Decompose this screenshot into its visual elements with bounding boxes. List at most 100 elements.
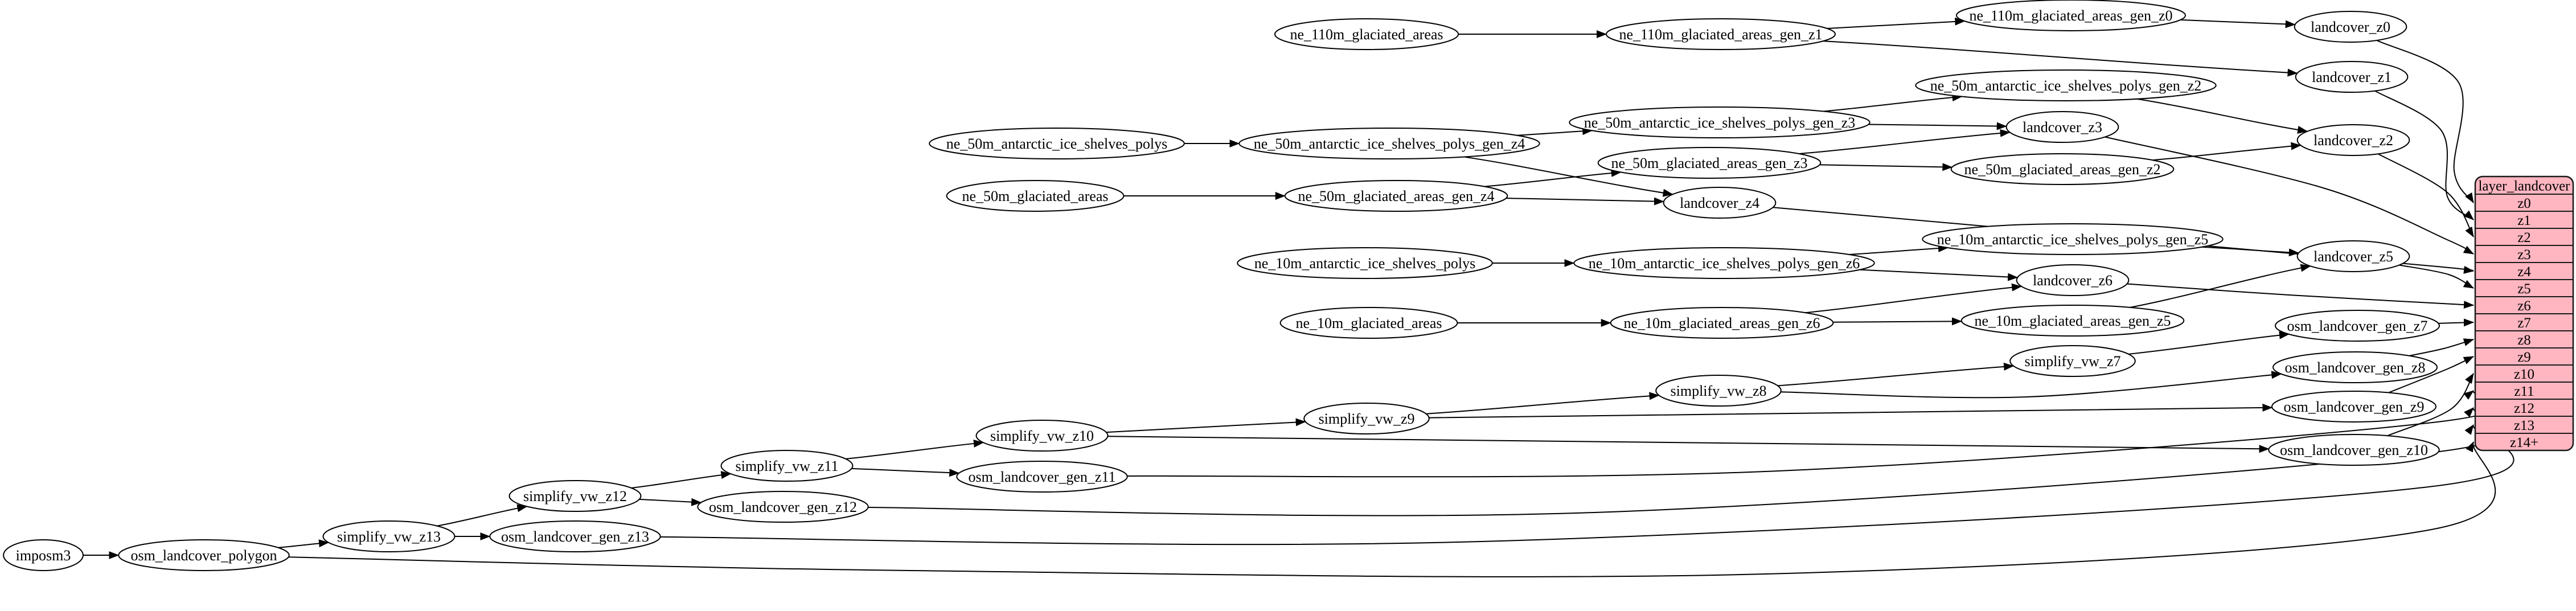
edge-simplify_vw_z12-to-osm_landcover_gen_z12: [639, 498, 702, 506]
node-osm_landcover_gen_z7-label: osm_landcover_gen_z7: [2287, 318, 2428, 334]
node-ne_50m_glaciated_areas_gen_z4-label: ne_50m_glaciated_areas_gen_z4: [1298, 188, 1494, 204]
node-osm_landcover_gen_z13: osm_landcover_gen_z13: [489, 520, 661, 552]
node-osm_landcover_gen_z10: osm_landcover_gen_z10: [2268, 434, 2440, 466]
edge-simplify_vw_z8-to-simplify_vw_z7: [1777, 362, 2015, 387]
edge-ne_10m_glaciated_areas_gen_z6-to-ne_10m_glaciated_areas_gen_z5: [1833, 317, 1962, 326]
edge-landcover_z1-to-layer_landcover-z1: [2374, 90, 2474, 220]
node-simplify_vw_z12-label: simplify_vw_z12: [523, 488, 627, 505]
node-simplify_vw_z10-shape: [975, 420, 1109, 452]
edge-simplify_vw_z10-to-simplify_vw_z9: [1106, 418, 1306, 433]
node-ne_50m_glaciated_areas: ne_50m_glaciated_areas: [946, 180, 1125, 212]
layer-landcover-row-z1: z1: [2517, 213, 2531, 228]
node-landcover_z4: landcover_z4: [1663, 187, 1777, 219]
node-simplify_vw_z10: simplify_vw_z10: [975, 420, 1109, 452]
node-ne_110m_glaciated_areas: ne_110m_glaciated_areas: [1274, 18, 1459, 50]
edge-ne_50m_antarctic_ice_shelves_polys_gen_z2-to-landcover_z2: [2136, 98, 2308, 134]
node-simplify_vw_z9: simplify_vw_z9: [1303, 403, 1430, 434]
node-ne_50m_glaciated_areas_gen_z3: ne_50m_glaciated_areas_gen_z3: [1597, 147, 1822, 179]
node-layer: ne_110m_glaciated_areas ne_110m_glaciated…: [3, 0, 2440, 571]
node-simplify_vw_z8-shape: [1655, 375, 1782, 407]
node-landcover_z0: landcover_z0: [2294, 11, 2407, 43]
layer-landcover-row-z5: z5: [2517, 281, 2531, 297]
layer-landcover-row-z0: z0: [2517, 196, 2531, 211]
node-osm_landcover_gen_z7-shape: [2275, 310, 2440, 342]
edge-osm_landcover_gen_z12-to-layer_landcover-z12: [868, 407, 2508, 516]
edge-layer: [83, 17, 2515, 577]
edge-osm_landcover_gen_z8-to-layer_landcover-z8: [2409, 338, 2474, 356]
node-simplify_vw_z13-shape: [322, 520, 456, 552]
node-ne_10m_antarctic_ice_shelves_polys_gen_z5-label: ne_10m_antarctic_ice_shelves_polys_gen_z…: [1937, 231, 2209, 248]
layer-landcover-row-z10: z10: [2514, 367, 2534, 382]
layer-landcover-row-z7: z7: [2517, 315, 2531, 331]
node-osm_landcover_gen_z8: osm_landcover_gen_z8: [2273, 351, 2438, 383]
node-osm_landcover_gen_z7: osm_landcover_gen_z7: [2275, 310, 2440, 342]
node-ne_110m_glaciated_areas-label: ne_110m_glaciated_areas: [1290, 26, 1443, 43]
node-osm_landcover_gen_z12-label: osm_landcover_gen_z12: [709, 499, 857, 515]
node-osm_landcover_gen_z11-shape: [956, 461, 1128, 493]
layer-landcover-row-z9: z9: [2517, 350, 2531, 365]
edge-landcover_z4-to-layer_landcover-z4: [1773, 207, 2474, 274]
node-osm_landcover_gen_z10-label: osm_landcover_gen_z10: [2280, 442, 2428, 458]
node-ne_10m_glaciated_areas_gen_z6-shape: [1610, 307, 1834, 339]
node-landcover_z2: landcover_z2: [2296, 124, 2410, 156]
node-ne_50m_antarctic_ice_shelves_polys_gen_z4-shape: [1238, 128, 1540, 159]
node-ne_50m_antarctic_ice_shelves_polys_gen_z4: ne_50m_antarctic_ice_shelves_polys_gen_z…: [1238, 128, 1540, 159]
edge-ne_110m_glaciated_areas_gen_z1-to-ne_110m_glaciated_areas_gen_z0: [1827, 17, 1966, 29]
node-osm_landcover_gen_z13-shape: [489, 520, 661, 552]
node-ne_10m_glaciated_areas_gen_z6: ne_10m_glaciated_areas_gen_z6: [1610, 307, 1834, 339]
node-landcover_z6-shape: [2016, 264, 2130, 296]
node-simplify_vw_z7-label: simplify_vw_z7: [2025, 353, 2121, 370]
node-ne_10m_glaciated_areas_gen_z6-label: ne_10m_glaciated_areas_gen_z6: [1623, 315, 1820, 331]
edge-osm_landcover_polygon-to-layer_landcover-z14+: [288, 441, 2496, 577]
node-landcover_z2-label: landcover_z2: [2314, 132, 2393, 149]
edge-ne_50m_glaciated_areas_gen_z4-to-ne_50m_glaciated_areas_gen_z3: [1484, 169, 1622, 187]
node-ne_10m_antarctic_ice_shelves_polys: ne_10m_antarctic_ice_shelves_polys: [1237, 247, 1493, 279]
edge-ne_10m_glaciated_areas_gen_z5-to-landcover_z5: [2130, 264, 2311, 308]
node-simplify_vw_z10-label: simplify_vw_z10: [990, 428, 1094, 444]
node-simplify_vw_z7: simplify_vw_z7: [2009, 345, 2136, 377]
node-simplify_vw_z7-shape: [2009, 345, 2136, 377]
node-landcover_z6-label: landcover_z6: [2033, 272, 2113, 289]
layer-landcover-row-z2: z2: [2517, 230, 2531, 245]
edge-simplify_vw_z11-to-osm_landcover_gen_z11: [851, 468, 960, 477]
layer-landcover-row-z3: z3: [2517, 247, 2531, 263]
edge-simplify_vw_z13-to-simplify_vw_z12: [437, 504, 528, 527]
node-ne_10m_glaciated_areas: ne_10m_glaciated_areas: [1279, 307, 1458, 339]
edge-landcover_z5-to-layer_landcover-z5: [2399, 264, 2474, 289]
node-landcover_z4-shape: [1663, 187, 1777, 219]
node-osm_landcover_gen_z12-shape: [697, 491, 869, 523]
edge-simplify_vw_z9-to-simplify_vw_z8: [1426, 392, 1660, 415]
node-ne_50m_antarctic_ice_shelves_polys_gen_z2-shape: [1915, 69, 2217, 101]
node-landcover_z5: landcover_z5: [2296, 240, 2410, 272]
node-ne_110m_glaciated_areas-shape: [1274, 18, 1459, 50]
node-ne_50m_glaciated_areas_gen_z3-shape: [1597, 147, 1822, 179]
node-ne_10m_antarctic_ice_shelves_polys_gen_z5-shape: [1922, 223, 2224, 255]
edge-osm_landcover_polygon-to-simplify_vw_z13: [278, 539, 330, 548]
node-simplify_vw_z12-shape: [508, 480, 642, 512]
node-simplify_vw_z8-label: simplify_vw_z8: [1671, 383, 1767, 399]
node-ne_50m_glaciated_areas_gen_z2-label: ne_50m_glaciated_areas_gen_z2: [1964, 161, 2160, 178]
node-osm_landcover_gen_z9-label: osm_landcover_gen_z9: [2284, 399, 2425, 415]
node-osm_landcover_gen_z10-shape: [2268, 434, 2440, 466]
node-landcover_z0-label: landcover_z0: [2311, 19, 2390, 35]
node-ne_10m_glaciated_areas-label: ne_10m_glaciated_areas: [1296, 315, 1442, 331]
edge-ne_110m_glaciated_areas_gen_z1-to-landcover_z1: [1823, 40, 2298, 77]
node-ne_50m_antarctic_ice_shelves_polys-shape: [929, 128, 1185, 159]
edge-ne_10m_glaciated_areas_gen_z6-to-landcover_z6: [1805, 283, 2023, 314]
node-ne_110m_glaciated_areas_gen_z1-label: ne_110m_glaciated_areas_gen_z1: [1619, 26, 1822, 43]
node-ne_50m_glaciated_areas_gen_z4: ne_50m_glaciated_areas_gen_z4: [1284, 180, 1508, 212]
node-landcover_z5-label: landcover_z5: [2314, 248, 2393, 265]
node-osm_landcover_polygon-shape: [118, 539, 290, 571]
node-ne_50m_antarctic_ice_shelves_polys_gen_z3: ne_50m_antarctic_ice_shelves_polys_gen_z…: [1569, 106, 1871, 138]
edge-osm_landcover_gen_z9-to-layer_landcover-z9: [2388, 356, 2474, 393]
edge-ne_50m_antarctic_ice_shelves_polys_gen_z4-to-ne_50m_antarctic_ice_shelves_polys_gen_z3: [1516, 127, 1593, 136]
node-ne_10m_antarctic_ice_shelves_polys-shape: [1237, 247, 1493, 279]
node-ne_50m_glaciated_areas-label: ne_50m_glaciated_areas: [962, 188, 1109, 204]
node-osm_landcover_polygon-label: osm_landcover_polygon: [130, 547, 277, 564]
node-ne_50m_glaciated_areas_gen_z2-shape: [1950, 153, 2175, 185]
node-osm_landcover_gen_z8-shape: [2273, 351, 2438, 383]
node-ne_50m_antarctic_ice_shelves_polys_gen_z3-shape: [1569, 106, 1871, 138]
node-landcover_z3-label: landcover_z3: [2023, 119, 2102, 136]
